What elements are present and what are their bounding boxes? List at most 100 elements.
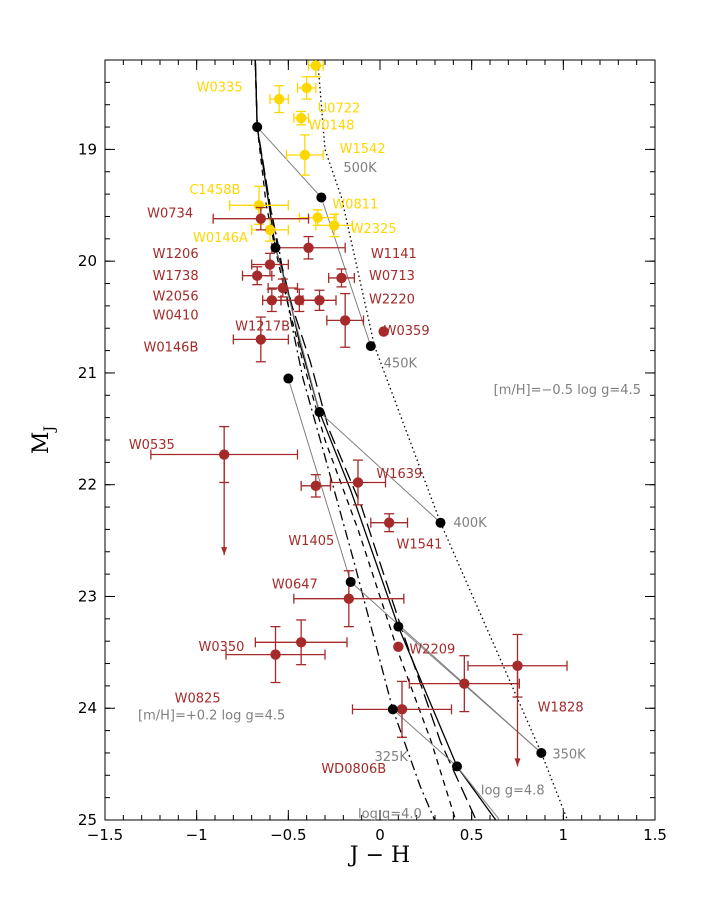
isotherm-lines [256, 126, 542, 820]
x-axis-title: J − H [348, 843, 410, 868]
point-label: W2220 [369, 293, 415, 308]
point-label: W1738 [153, 269, 199, 284]
data-marker [255, 334, 267, 345]
point-label: C1458B [189, 183, 240, 198]
point-label: W0713 [369, 269, 415, 284]
point-label: W1542 [340, 142, 386, 157]
data-marker [343, 593, 355, 604]
data-marker [312, 212, 323, 223]
axis-ticks [104, 59, 656, 821]
data-point [254, 619, 348, 666]
y-tick-label: 25 [78, 811, 97, 829]
data-marker [310, 60, 322, 71]
model-annotation: log g=4.0 [358, 807, 422, 822]
y-tick-label: 24 [78, 699, 97, 717]
point-label: W0410 [153, 308, 199, 323]
upper-limit-arrowhead [221, 547, 228, 556]
data-point [262, 288, 282, 313]
data-point [467, 633, 568, 767]
point-label: W1828 [538, 701, 584, 716]
point-label: WD0806B [321, 762, 386, 777]
data-point [212, 206, 310, 231]
data-point [328, 268, 355, 288]
point-label: W1639 [376, 467, 422, 482]
data-point [370, 513, 409, 533]
model-track-metal-rich-dashdot [254, 60, 436, 820]
data-point [293, 570, 405, 628]
point-label: W1141 [371, 247, 417, 262]
model-point [270, 242, 281, 253]
point-label: W0535 [129, 438, 175, 453]
data-point [408, 655, 520, 713]
data-point [326, 292, 365, 348]
model-point [252, 122, 263, 133]
model-point [314, 407, 325, 418]
data-point [285, 134, 324, 176]
point-label: W0350 [199, 640, 245, 655]
point-label: W2325 [351, 222, 397, 237]
data-marker [277, 282, 289, 294]
x-tick-label: 1 [559, 826, 569, 844]
isotherm-label: 325K [375, 750, 409, 765]
model-point [316, 192, 327, 203]
data-marker [328, 220, 340, 231]
data-point [225, 625, 326, 684]
model-point [536, 747, 547, 758]
y-tick-label: 20 [78, 252, 97, 270]
data-marker [459, 678, 470, 689]
data-point [315, 213, 354, 238]
point-label: W0647 [272, 578, 318, 593]
point-label: W0335 [197, 80, 243, 95]
x-tick-label: −1.5 [87, 826, 123, 844]
data-point [378, 326, 389, 337]
data-point [232, 316, 289, 363]
x-tick-label: −1 [186, 826, 208, 844]
isotherm-label: 400K [453, 516, 487, 531]
point-label: W0825 [175, 692, 221, 707]
data-marker [512, 660, 523, 671]
model-annotation: [m/H]=−0.5 log g=4.5 [494, 383, 641, 398]
data-point [251, 218, 289, 242]
data-marker [301, 82, 312, 94]
data-point [302, 289, 337, 312]
data-point [267, 278, 299, 298]
isotherm-line [287, 378, 542, 754]
model-track-metal-poor-dotted [317, 60, 569, 820]
data-marker [295, 637, 307, 648]
model-annotation: [m/H]=+0.2 log g=4.5 [138, 708, 285, 723]
data-marker [266, 295, 278, 306]
upper-limit-arrowhead [514, 758, 521, 767]
data-point [296, 76, 317, 100]
y-tick-label: 23 [78, 587, 97, 605]
data-marker [251, 270, 263, 281]
data-point [393, 641, 404, 652]
model-point [452, 761, 462, 772]
data-marker [253, 200, 265, 211]
data-marker [393, 641, 404, 652]
isotherm-label: 450K [384, 356, 418, 371]
data-point [300, 473, 332, 498]
point-label: W0811 [332, 198, 378, 213]
data-point [269, 85, 289, 114]
data-point [351, 680, 453, 738]
data-marker [383, 517, 395, 528]
point-label: U0722 [318, 102, 361, 117]
point-label: W1206 [153, 247, 199, 262]
y-axis-title-sub: J [42, 426, 58, 434]
model-track-solar-logg48-long-dash [254, 60, 477, 820]
x-tick-label: −0.5 [270, 826, 306, 844]
data-point [251, 252, 289, 277]
data-point [241, 266, 273, 286]
data-marker [270, 649, 281, 660]
model-point [345, 576, 356, 587]
data-marker [336, 272, 347, 284]
data-point [271, 235, 346, 260]
data-point [150, 425, 299, 556]
data-marker [396, 704, 408, 715]
data-marker [378, 326, 389, 337]
x-tick-label: 0 [375, 826, 385, 844]
data-marker [264, 259, 276, 270]
model-track-main-track [254, 60, 497, 820]
